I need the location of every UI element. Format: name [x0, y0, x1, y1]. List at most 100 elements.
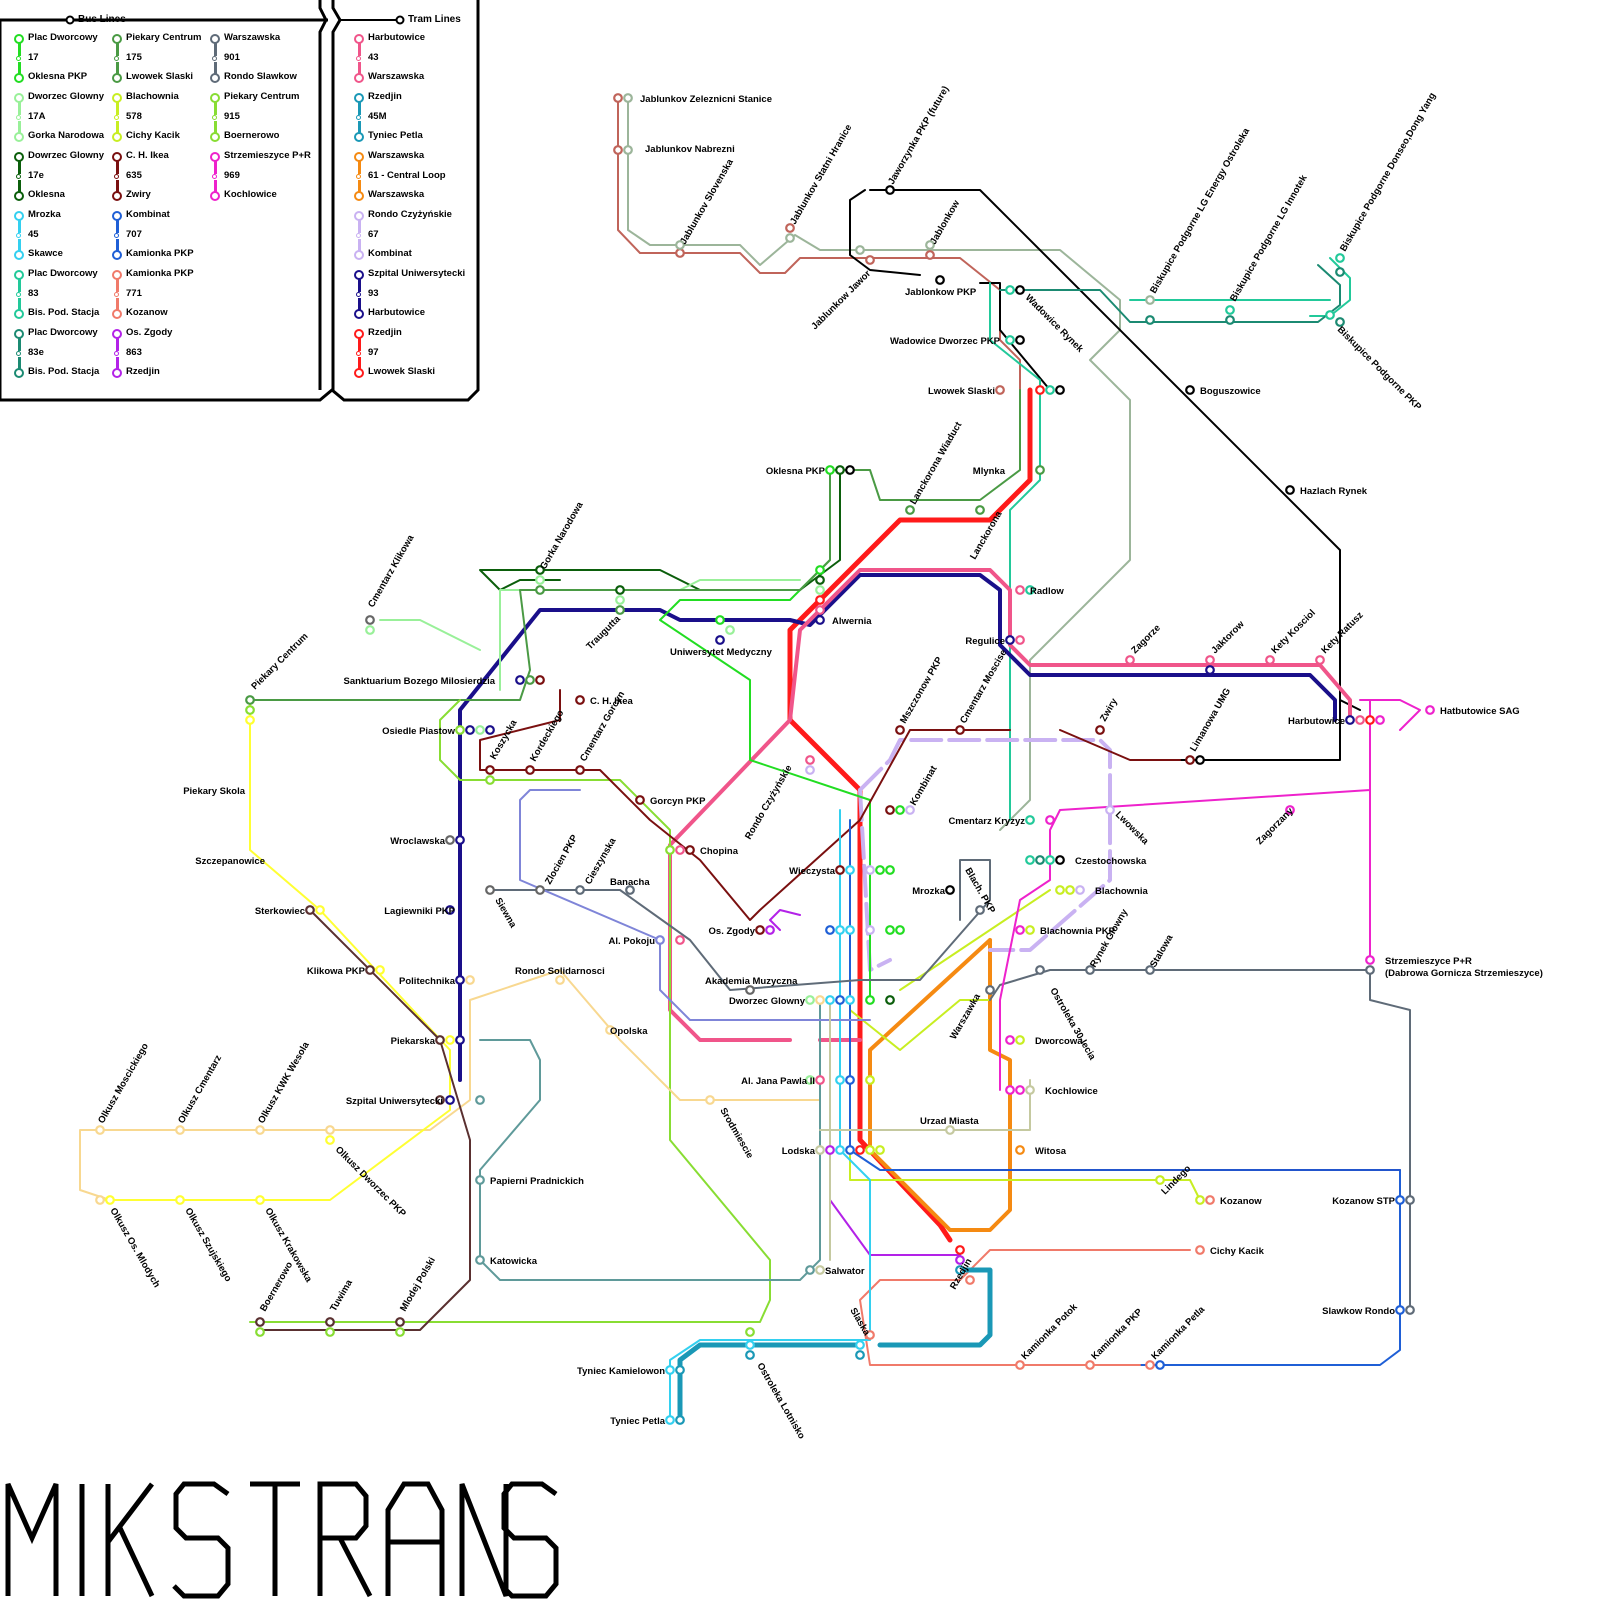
station-marker[interactable] — [1025, 585, 1035, 595]
station-marker[interactable] — [475, 1095, 485, 1105]
station-marker[interactable] — [615, 605, 625, 615]
station-marker[interactable] — [485, 775, 495, 785]
station-marker[interactable] — [815, 995, 825, 1005]
station-marker[interactable] — [1015, 925, 1025, 935]
station-marker[interactable] — [935, 275, 945, 285]
station-marker[interactable] — [885, 995, 895, 1005]
station-marker[interactable] — [815, 1075, 825, 1085]
station-marker[interactable] — [325, 1125, 335, 1135]
station-marker[interactable] — [675, 1415, 685, 1425]
route-black-north[interactable] — [849, 189, 1361, 711]
station-marker[interactable] — [635, 795, 645, 805]
station-marker[interactable] — [575, 695, 585, 705]
station-marker[interactable] — [745, 1327, 755, 1337]
station-marker[interactable] — [855, 245, 865, 255]
station-marker[interactable] — [445, 905, 455, 915]
station-marker[interactable] — [705, 1095, 715, 1105]
station-marker[interactable] — [925, 250, 935, 260]
station-marker[interactable] — [755, 925, 765, 935]
station-marker[interactable] — [1155, 1175, 1165, 1185]
route-61-orange[interactable] — [868, 938, 1012, 1232]
station-marker[interactable] — [1015, 585, 1025, 595]
station-marker[interactable] — [805, 1265, 815, 1275]
station-marker[interactable] — [955, 725, 965, 735]
station-marker[interactable] — [1055, 855, 1065, 865]
station-marker[interactable] — [485, 765, 495, 775]
route-969-magenta[interactable] — [999, 699, 1421, 1091]
station-marker[interactable] — [475, 1175, 485, 1185]
station-marker[interactable] — [1015, 1145, 1025, 1155]
station-marker[interactable] — [1035, 385, 1045, 395]
station-marker[interactable] — [665, 1365, 675, 1375]
station-marker[interactable] — [785, 233, 795, 243]
station-marker[interactable] — [1005, 335, 1015, 345]
station-marker[interactable] — [1155, 1360, 1165, 1370]
station-marker[interactable] — [955, 1255, 965, 1265]
station-marker[interactable] — [715, 635, 725, 645]
station-marker[interactable] — [865, 925, 875, 935]
station-marker[interactable] — [845, 465, 855, 475]
station-marker[interactable] — [525, 675, 535, 685]
station-marker[interactable] — [325, 1317, 335, 1327]
station-marker[interactable] — [1185, 385, 1195, 395]
station-marker[interactable] — [255, 1125, 265, 1135]
station-marker[interactable] — [365, 965, 375, 975]
station-marker[interactable] — [1325, 310, 1335, 320]
station-marker[interactable] — [815, 1145, 825, 1155]
station-marker[interactable] — [1085, 1360, 1095, 1370]
station-marker[interactable] — [395, 1317, 405, 1327]
station-marker[interactable] — [745, 1350, 755, 1360]
station-marker[interactable] — [805, 1075, 815, 1085]
route-635-maroon[interactable] — [479, 689, 1181, 921]
station-marker[interactable] — [825, 1145, 835, 1155]
station-marker[interactable] — [1005, 635, 1015, 645]
station-marker[interactable] — [95, 1195, 105, 1205]
route-45M-tram[interactable] — [677, 1267, 993, 1423]
station-marker[interactable] — [455, 975, 465, 985]
station-marker[interactable] — [1035, 855, 1045, 865]
station-marker[interactable] — [1285, 485, 1295, 495]
station-marker[interactable] — [435, 1035, 445, 1045]
station-marker[interactable] — [255, 1327, 265, 1337]
station-marker[interactable] — [1045, 815, 1055, 825]
station-marker[interactable] — [745, 1340, 755, 1350]
station-marker[interactable] — [1375, 715, 1385, 725]
station-marker[interactable] — [835, 1145, 845, 1155]
station-marker[interactable] — [1405, 1305, 1415, 1315]
route-black-south[interactable] — [1179, 699, 1341, 761]
station-marker[interactable] — [965, 1275, 975, 1285]
station-marker[interactable] — [1095, 725, 1105, 735]
station-marker[interactable] — [455, 1035, 465, 1045]
station-marker[interactable] — [1035, 465, 1045, 475]
station-marker[interactable] — [1005, 1085, 1015, 1095]
station-marker[interactable] — [255, 1317, 265, 1327]
station-marker[interactable] — [245, 705, 255, 715]
station-marker[interactable] — [1395, 1305, 1405, 1315]
station-marker[interactable] — [895, 805, 905, 815]
station-marker[interactable] — [1025, 925, 1035, 935]
station-marker[interactable] — [1225, 305, 1235, 315]
station-marker[interactable] — [1405, 1195, 1415, 1205]
route-jablunkov-2[interactable] — [627, 97, 1131, 831]
station-marker[interactable] — [1055, 885, 1065, 895]
station-marker[interactable] — [1195, 1245, 1205, 1255]
station-marker[interactable] — [1125, 655, 1135, 665]
station-marker[interactable] — [535, 565, 545, 575]
station-marker[interactable] — [675, 248, 685, 258]
station-marker[interactable] — [1335, 317, 1345, 327]
station-marker[interactable] — [905, 505, 915, 515]
station-marker[interactable] — [1145, 1360, 1155, 1370]
station-marker[interactable] — [675, 845, 685, 855]
station-marker[interactable] — [365, 625, 375, 635]
station-marker[interactable] — [1365, 955, 1375, 965]
station-marker[interactable] — [885, 185, 895, 195]
station-marker[interactable] — [255, 1195, 265, 1205]
station-marker[interactable] — [865, 1075, 875, 1085]
station-marker[interactable] — [725, 625, 735, 635]
station-marker[interactable] — [785, 223, 795, 233]
station-marker[interactable] — [1055, 385, 1065, 395]
station-marker[interactable] — [665, 1415, 675, 1425]
station-marker[interactable] — [665, 845, 675, 855]
route-yellow[interactable] — [99, 699, 451, 1201]
